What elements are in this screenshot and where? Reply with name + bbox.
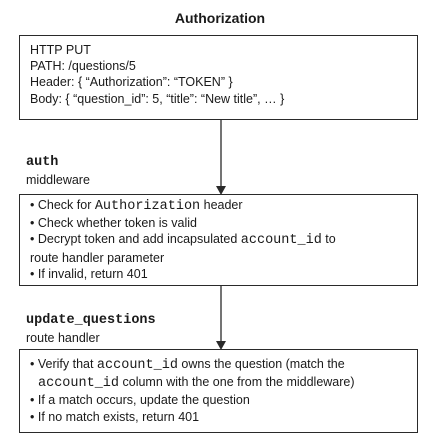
request-method: HTTP PUT xyxy=(30,43,91,57)
update-bullet-no-match: If no match exists, return 401 xyxy=(30,409,407,425)
auth-bullet-validate: Check whether token is valid xyxy=(30,215,407,231)
diagram-title: Authorization xyxy=(174,10,266,26)
auth-bullet-invalid: If invalid, return 401 xyxy=(30,266,407,282)
update-bullet-match: If a match occurs, update the question xyxy=(30,392,407,408)
update-stage-name: update_questions xyxy=(26,313,156,328)
text-fragment: column with the one from the middleware) xyxy=(119,375,355,390)
request-box: HTTP PUT PATH: /questions/5 Header: { “A… xyxy=(19,35,418,120)
code-account-id: account_id xyxy=(38,376,120,392)
arrowhead-auth xyxy=(216,186,226,195)
auth-bullet-decrypt-cont: route handler parameter xyxy=(30,250,165,265)
request-body: Body: { “question_id”: 5, “title”: “New … xyxy=(30,91,285,106)
text-fragment: Check for xyxy=(37,198,95,212)
text-fragment: Verify that xyxy=(37,357,97,371)
auth-stage-type: middleware xyxy=(26,173,90,187)
auth-bullet-check-header: Check for Authorization header xyxy=(30,197,407,215)
request-header: Header: { “Authorization”: “TOKEN” } xyxy=(30,75,233,90)
auth-box: Check for Authorization header Check whe… xyxy=(19,194,418,286)
text-fragment: owns the question (match the xyxy=(177,357,345,371)
arrowhead-update xyxy=(216,341,226,350)
text-fragment: Decrypt token and add incapsulated xyxy=(37,232,241,247)
text-fragment: header xyxy=(200,198,243,212)
code-authorization: Authorization xyxy=(94,199,201,214)
auth-bullet-decrypt: Decrypt token and add incapsulated accou… xyxy=(30,231,407,249)
text-fragment: to xyxy=(321,232,336,247)
update-bullet-verify-cont: account_id column with the one from the … xyxy=(30,374,407,392)
request-path: PATH: /questions/5 xyxy=(30,59,136,74)
auth-stage-name: auth xyxy=(26,155,59,170)
update-box: Verify that account_id owns the question… xyxy=(19,349,418,433)
update-stage-type: route handler xyxy=(26,331,100,345)
code-account-id: account_id xyxy=(96,358,178,373)
update-bullet-verify: Verify that account_id owns the question… xyxy=(30,356,407,374)
code-account-id: account_id xyxy=(240,233,322,249)
